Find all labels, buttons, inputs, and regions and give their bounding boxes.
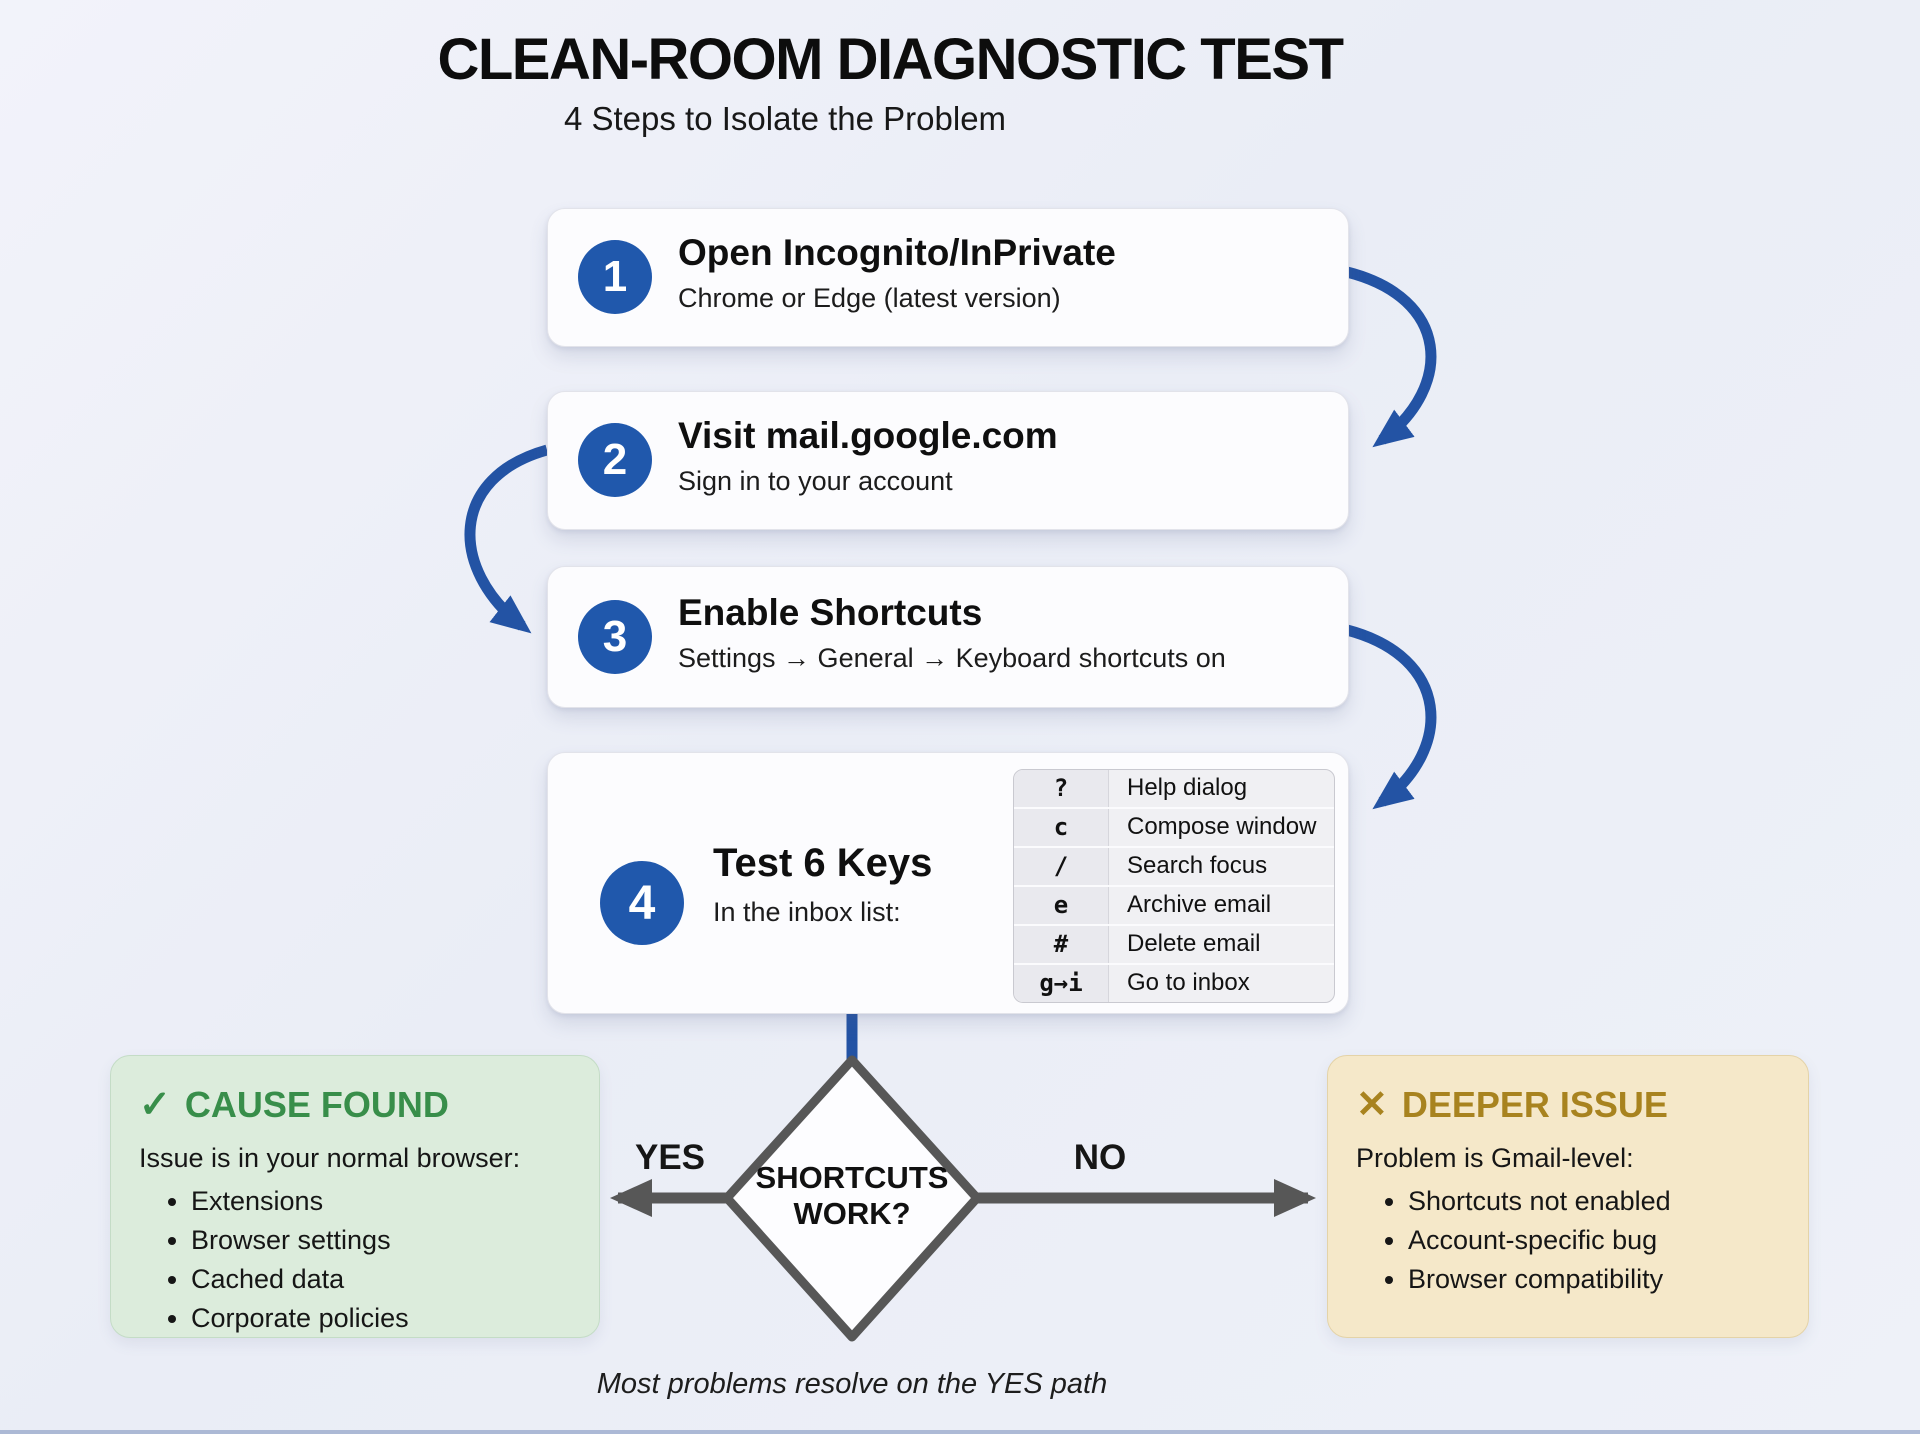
- step-subtitle: In the inbox list:: [713, 897, 901, 927]
- table-row: / Search focus: [1014, 848, 1334, 887]
- shortcut-action: Help dialog: [1127, 774, 1248, 801]
- step-title: Open Incognito/InPrivate: [678, 232, 1116, 273]
- step-card-2: 2 Visit mail.google.com Sign in to your …: [547, 391, 1349, 530]
- step-title: Visit mail.google.com: [678, 415, 1058, 456]
- table-row: # Delete email: [1014, 926, 1334, 965]
- shortcut-key-table: ? Help dialog c Compose window / Search …: [1013, 769, 1335, 1003]
- cause-found-box: ✓ CAUSE FOUND Issue is in your normal br…: [110, 1055, 600, 1338]
- curved-arrow-step2-to-step3-icon: [464, 444, 549, 634]
- step-title: Enable Shortcuts: [678, 592, 983, 633]
- cross-icon: ✕: [1356, 1084, 1388, 1126]
- yes-branch-label: YES: [634, 1138, 706, 1177]
- list-item: Corporate policies: [191, 1301, 571, 1337]
- shortcut-action: Delete email: [1127, 930, 1261, 957]
- deeper-issue-list: Shortcuts not enabled Account-specific b…: [1356, 1184, 1780, 1298]
- outcome-lead: Problem is Gmail-level:: [1356, 1143, 1634, 1173]
- decision-line1: SHORTCUTS: [755, 1160, 949, 1195]
- cause-found-title: ✓ CAUSE FOUND: [139, 1082, 571, 1127]
- shortcut-key: c: [1014, 809, 1109, 846]
- shortcut-key: e: [1014, 887, 1109, 924]
- bottom-edge-line: [0, 1430, 1920, 1434]
- shortcut-action: Compose window: [1127, 813, 1317, 840]
- page-subtitle: 4 Steps to Isolate the Problem: [563, 100, 1007, 137]
- shortcut-action: Go to inbox: [1127, 969, 1250, 996]
- list-item: Cached data: [191, 1262, 571, 1298]
- step-number-badge: 1: [578, 240, 652, 314]
- shortcut-action: Archive email: [1127, 891, 1272, 918]
- shortcut-key: /: [1014, 848, 1109, 885]
- shortcut-key: #: [1014, 926, 1109, 963]
- step-number-badge: 3: [578, 600, 652, 674]
- curved-arrow-step3-to-step4-icon: [1345, 624, 1437, 810]
- decision-question: SHORTCUTS WORK?: [732, 1160, 972, 1232]
- page-title: CLEAN-ROOM DIAGNOSTIC TEST: [437, 27, 1344, 92]
- outcome-title-text: CAUSE FOUND: [184, 1083, 449, 1125]
- check-icon: ✓: [139, 1084, 171, 1126]
- outcome-lead: Issue is in your normal browser:: [139, 1143, 521, 1173]
- shortcut-key: ?: [1014, 770, 1109, 807]
- step-subtitle: Chrome or Edge (latest version): [678, 282, 1061, 313]
- table-row: e Archive email: [1014, 887, 1334, 926]
- footnote: Most problems resolve on the YES path: [596, 1368, 1108, 1400]
- deeper-issue-title: ✕ DEEPER ISSUE: [1356, 1082, 1780, 1127]
- list-item: Extensions: [191, 1184, 571, 1220]
- cause-found-list: Extensions Browser settings Cached data …: [139, 1184, 571, 1337]
- step-number-badge: 2: [578, 423, 652, 497]
- list-item: Shortcuts not enabled: [1408, 1184, 1780, 1220]
- list-item: Browser settings: [191, 1223, 571, 1259]
- shortcut-action: Search focus: [1127, 852, 1268, 879]
- step-card-4: 4 Test 6 Keys In the inbox list: ? Help …: [547, 752, 1349, 1014]
- step-card-1: 1 Open Incognito/InPrivate Chrome or Edg…: [547, 208, 1349, 347]
- step-card-3: 3 Enable Shortcuts Settings → General → …: [547, 566, 1349, 708]
- list-item: Browser compatibility: [1408, 1262, 1780, 1298]
- table-row: c Compose window: [1014, 809, 1334, 848]
- step-number-badge: 4: [600, 861, 684, 945]
- list-item: Account-specific bug: [1408, 1223, 1780, 1259]
- step-subtitle: Sign in to your account: [678, 465, 953, 496]
- step-subtitle: Settings → General → Keyboard shortcuts …: [678, 642, 1226, 673]
- step-title: Test 6 Keys: [713, 841, 933, 885]
- deeper-issue-box: ✕ DEEPER ISSUE Problem is Gmail-level: S…: [1327, 1055, 1809, 1338]
- table-row: g→i Go to inbox: [1014, 965, 1334, 1002]
- shortcut-key: g→i: [1014, 965, 1109, 1002]
- table-row: ? Help dialog: [1014, 770, 1334, 809]
- curved-arrow-step1-to-step2-icon: [1345, 266, 1437, 448]
- no-branch-label: NO: [1073, 1138, 1127, 1177]
- decision-line2: WORK?: [793, 1195, 911, 1231]
- outcome-title-text: DEEPER ISSUE: [1401, 1083, 1668, 1125]
